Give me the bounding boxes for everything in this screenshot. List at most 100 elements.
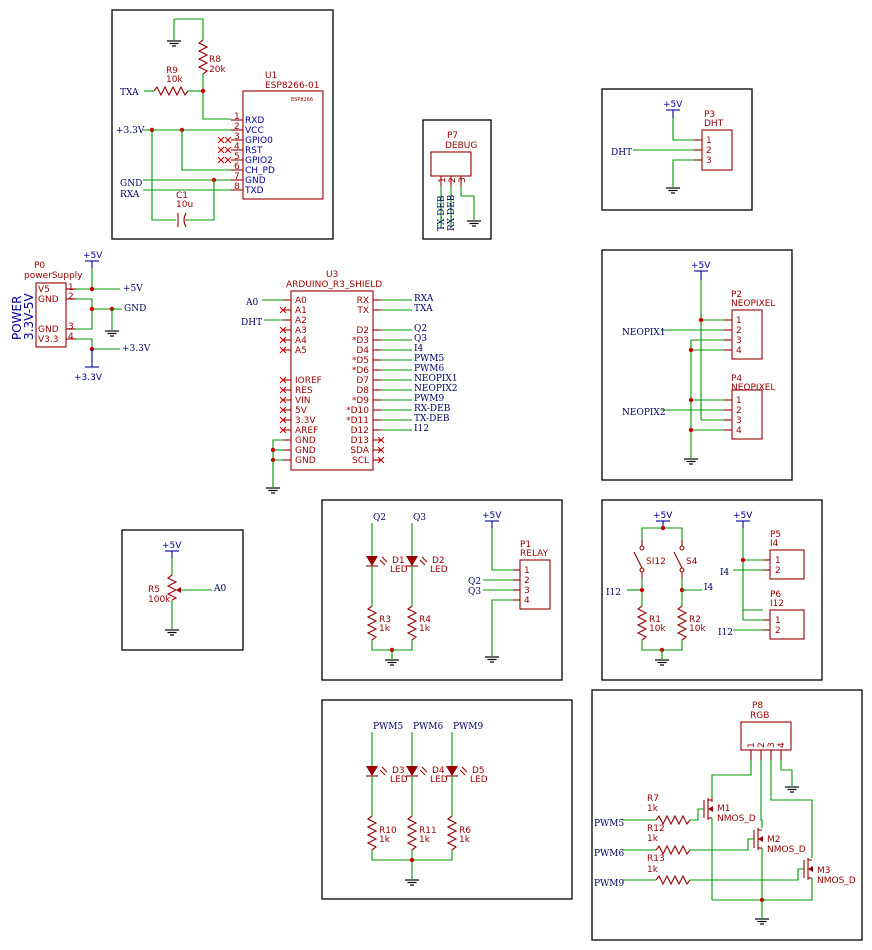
svg-text:2: 2	[775, 626, 781, 636]
u3-left-pin: GND	[295, 446, 316, 456]
u3-net-label: PWM5	[414, 354, 445, 364]
p0-value: powerSupply	[24, 271, 83, 281]
svg-text:V3.3: V3.3	[38, 335, 58, 345]
r9-value: 10k	[166, 75, 183, 85]
buttons-section: +5V SI12 S4 I12 I4 R1 10k R2 10k	[606, 511, 714, 666]
u3-left-pin: A0	[295, 296, 307, 306]
p1-ref: P1	[520, 540, 531, 550]
u3-ref: U3	[326, 270, 338, 280]
svg-text:LED: LED	[390, 565, 408, 575]
p7-pin3: 3	[458, 177, 468, 183]
u1-pin-num: 6	[234, 162, 240, 172]
u1-ref: U1	[265, 71, 277, 81]
ground-symbol	[166, 40, 182, 47]
in-i12: I12	[718, 628, 733, 638]
u3-net-label: I12	[414, 424, 429, 434]
r7-ref: R7	[647, 794, 659, 804]
svg-text:2: 2	[736, 326, 742, 336]
svg-text:3: 3	[68, 322, 74, 332]
net-gnd: GND	[120, 179, 142, 189]
u3-pins: A0A1A2A3A4A5IOREFRESVIN5V3.3VAREFGNDGNDG…	[279, 296, 385, 466]
u3-left-pin: 5V	[295, 406, 308, 416]
svg-text:GND: GND	[38, 295, 59, 305]
rgb-pwm9: PWM9	[594, 879, 625, 889]
u1-pin-name: TXD	[244, 186, 264, 196]
svg-text:4: 4	[68, 332, 74, 342]
u3-left-pin: GND	[295, 436, 316, 446]
svg-text:10k: 10k	[649, 624, 666, 634]
svg-text:1k: 1k	[419, 624, 431, 634]
svg-text:V5: V5	[38, 285, 50, 295]
u3-right-pin: SDA	[350, 446, 369, 456]
u1-pin-num: 4	[234, 142, 240, 152]
p5-ref: P5	[770, 530, 781, 540]
r9-ref: R9	[166, 66, 178, 76]
net-dht-arduino: DHT	[241, 318, 262, 328]
svg-text:1: 1	[736, 316, 742, 326]
d2-ref: D2	[432, 556, 445, 566]
net-tx-deb: TX-DEB	[437, 195, 447, 231]
rgb-pwm5: PWM5	[594, 819, 625, 829]
u3-left-pin: VIN	[295, 396, 311, 406]
net-neopix1: NEOPIX1	[622, 328, 666, 338]
u1-pin-num: 1	[234, 112, 240, 122]
power-title2: 3.3V-5V	[22, 292, 36, 340]
svg-text:10k: 10k	[689, 624, 706, 634]
u1-pin-name: CH_PD	[245, 166, 275, 176]
u3-value: ARDUINO_R3_SHIELD	[286, 280, 382, 290]
in-5v: +5V	[733, 511, 753, 521]
d3-ref: D3	[392, 766, 405, 776]
m2-ref: M2	[767, 835, 781, 845]
r3-ref: R3	[379, 615, 391, 625]
m1-ref: M1	[717, 804, 731, 814]
c1-value: 10u	[176, 200, 193, 210]
svg-text:LED: LED	[430, 775, 448, 785]
u3-left-pin: AREF	[295, 426, 318, 436]
svg-text:1k: 1k	[379, 835, 391, 845]
u3-left-pin: GND	[295, 456, 316, 466]
svg-text:1: 1	[775, 616, 781, 626]
p0-33-label: +3.3V	[122, 344, 151, 354]
pot-section: +5V A0 R5 100k	[148, 541, 226, 636]
u3-right-pin: D13	[351, 436, 369, 446]
r1-ref: R1	[649, 615, 661, 625]
u3-net-label: RXA	[414, 294, 434, 304]
p7-pin2: 2	[448, 177, 458, 183]
u3-left-pin: 3.3V	[295, 416, 316, 426]
u1-pin-num: 5	[234, 152, 240, 162]
d4-ref: D4	[432, 766, 445, 776]
svg-text:3: 3	[736, 336, 742, 346]
u3-right-pin: RX	[357, 296, 369, 306]
d5-ref: D5	[472, 766, 485, 776]
u1-pin-num: 7	[234, 172, 240, 182]
u3-right-pin: D12	[351, 426, 369, 436]
p8-value: RGB	[750, 711, 769, 721]
svg-text:3: 3	[767, 742, 777, 748]
btn-5v: +5V	[653, 511, 673, 521]
u1-pin-num: 8	[234, 182, 240, 192]
c1-ref: C1	[176, 191, 188, 201]
u3-right-pin: TX	[356, 306, 369, 316]
u3-right-nets: RXATXAQ2Q3I4PWM5PWM6NEOPIX1NEOPIX2PWM9RX…	[381, 294, 458, 434]
u1-pin-name: GPIO0	[245, 136, 273, 146]
p5-value: I4	[770, 539, 779, 549]
r6-ref: R6	[459, 826, 471, 836]
neo-5v: +5V	[691, 261, 711, 271]
u3-right-pin: *D5	[352, 356, 369, 366]
u3-right-pin: *D11	[346, 416, 369, 426]
r5-value: 100k	[148, 595, 171, 605]
pot-a0: A0	[213, 584, 226, 594]
svg-text:4: 4	[736, 346, 742, 356]
p6-ref: P6	[770, 590, 781, 600]
p3-5v: +5V	[663, 100, 683, 110]
p1-value: RELAY	[520, 549, 549, 559]
r8-ref: R8	[209, 55, 221, 65]
net-pwm9: PWM9	[453, 722, 484, 732]
p0-gnd-label: GND	[124, 304, 146, 314]
u3-net-label: NEOPIX2	[414, 384, 458, 394]
svg-text:1k: 1k	[647, 834, 659, 844]
svg-text:GND: GND	[38, 325, 59, 335]
svg-text:NMOS_D: NMOS_D	[717, 814, 756, 824]
r9-resistor	[153, 86, 189, 96]
